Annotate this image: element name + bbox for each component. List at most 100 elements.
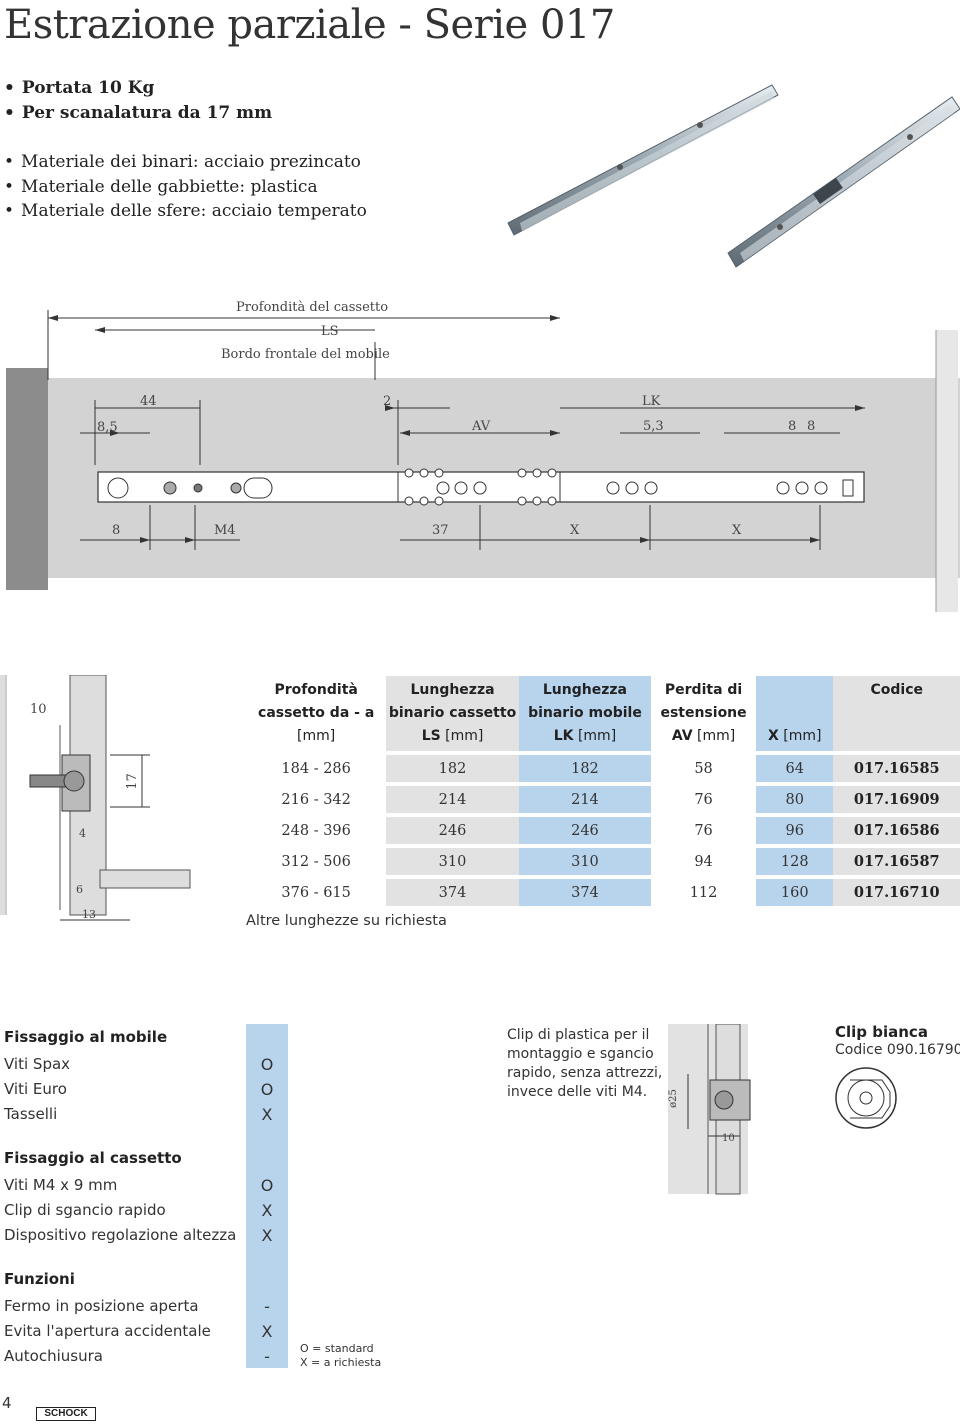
option-label: Autochiusura	[4, 1347, 103, 1365]
dim-8a: 8	[788, 419, 797, 434]
table-cell: 310	[386, 844, 519, 875]
table-cell: 246	[386, 813, 519, 844]
dim-x1: X	[570, 523, 580, 538]
option-label: Viti M4 x 9 mm	[4, 1176, 118, 1194]
option-mark: X	[261, 1105, 273, 1124]
option-mark: -	[264, 1297, 270, 1316]
clip-code: Codice 090.16790	[835, 1042, 960, 1058]
feature-item: Materiale delle sfere: acciaio temperato	[4, 201, 367, 226]
table-cell: 76	[651, 813, 756, 844]
section-dim-4: 4	[79, 827, 86, 840]
white-clip-image	[835, 1067, 897, 1129]
option-label: Viti Spax	[4, 1055, 71, 1073]
table-cell: 80	[755, 782, 834, 813]
table-cell: 214	[518, 782, 652, 813]
page-title: Estrazione parziale - Serie 017	[4, 2, 615, 48]
options-strip	[246, 1024, 288, 1368]
table-cell: 312 - 506	[246, 844, 387, 875]
legend-standard: O = standard	[300, 1342, 374, 1355]
dim-5-3: 5,3	[643, 419, 664, 434]
table-cell: 376 - 615	[246, 875, 387, 906]
section-dim-6: 6	[76, 883, 83, 896]
option-label: Tasselli	[4, 1105, 58, 1123]
option-label: Dispositivo regolazione altezza	[4, 1226, 237, 1244]
front-edge-label: Bordo frontale del mobile	[221, 347, 390, 362]
table-cell: 248 - 396	[246, 813, 387, 844]
table-note: Altre lunghezze su richiesta	[246, 913, 447, 929]
option-label: Evita l'apertura accidentale	[4, 1322, 211, 1340]
table-cell: 214	[386, 782, 519, 813]
product-code-cell: 017.16587	[833, 844, 960, 875]
table-cell: 182	[386, 751, 519, 782]
dim-lk: LK	[642, 394, 661, 409]
option-label: Viti Euro	[4, 1080, 67, 1098]
section-dim-10: 10	[30, 702, 47, 717]
clip-drawing	[668, 1024, 751, 1195]
dim-37: 37	[432, 523, 449, 538]
option-mark: O	[260, 1055, 274, 1074]
table-cell: 76	[651, 782, 756, 813]
table-cell: 94	[651, 844, 756, 875]
section-dim-13: 13	[82, 908, 96, 921]
option-label: Clip di sgancio rapido	[4, 1201, 166, 1219]
table-cell: 182	[518, 751, 652, 782]
clip-dim-25: ø25	[667, 1089, 679, 1108]
table-cell: 374	[518, 875, 652, 906]
product-code-cell: 017.16585	[833, 751, 960, 782]
dim-m4: M4	[214, 523, 236, 538]
table-cell: 96	[755, 813, 834, 844]
cabinet-front-panel	[6, 368, 48, 590]
brand-logo: SCHOCK	[36, 1407, 96, 1421]
clip-dim-10: 10	[722, 1133, 735, 1144]
option-mark: X	[261, 1201, 273, 1220]
table-cell: 184 - 286	[246, 751, 387, 782]
dim-2: 2	[383, 394, 392, 409]
feature-list: Materiale dei binari: acciaio prezincato…	[4, 152, 367, 226]
legend-request: X = a richiesta	[300, 1356, 382, 1369]
table-cell: 246	[518, 813, 652, 844]
option-mark: O	[260, 1176, 274, 1195]
table-cell: 216 - 342	[246, 782, 387, 813]
feature-list-bold: Portata 10 Kg Per scanalatura da 17 mm	[4, 78, 272, 127]
header-code: Codice	[833, 676, 960, 751]
section-dim-17: 17	[124, 773, 140, 790]
section-mount-cabinet: Fissaggio al mobile	[4, 1028, 168, 1046]
table-cell: 160	[755, 875, 834, 906]
feature-item: Materiale dei binari: acciaio prezincato	[4, 152, 367, 177]
option-mark: X	[261, 1226, 273, 1245]
cross-section-drawing	[0, 675, 191, 921]
header-x: X [mm]	[755, 676, 834, 751]
rail-product-image	[507, 84, 960, 268]
dim-8b: 8	[807, 419, 816, 434]
product-code-cell: 017.16909	[833, 782, 960, 813]
product-code-cell: 017.16710	[833, 875, 960, 906]
clip-title: Clip bianca	[835, 1023, 928, 1041]
table-cell: 310	[518, 844, 652, 875]
product-code-cell: 017.16586	[833, 813, 960, 844]
ls-label: LS	[321, 324, 339, 339]
technical-drawing	[6, 310, 960, 612]
table-cell: 64	[755, 751, 834, 782]
option-mark: X	[261, 1322, 273, 1341]
dim-av: AV	[472, 419, 491, 434]
feature-item: Per scanalatura da 17 mm	[4, 103, 272, 128]
section-mount-drawer: Fissaggio al cassetto	[4, 1149, 182, 1167]
table-cell: 374	[386, 875, 519, 906]
depth-label: Profondità del cassetto	[236, 300, 389, 315]
option-mark: -	[264, 1347, 270, 1366]
dim-8-5: 8,5	[97, 420, 118, 435]
dim-44: 44	[140, 394, 157, 409]
table-cell: 58	[651, 751, 756, 782]
